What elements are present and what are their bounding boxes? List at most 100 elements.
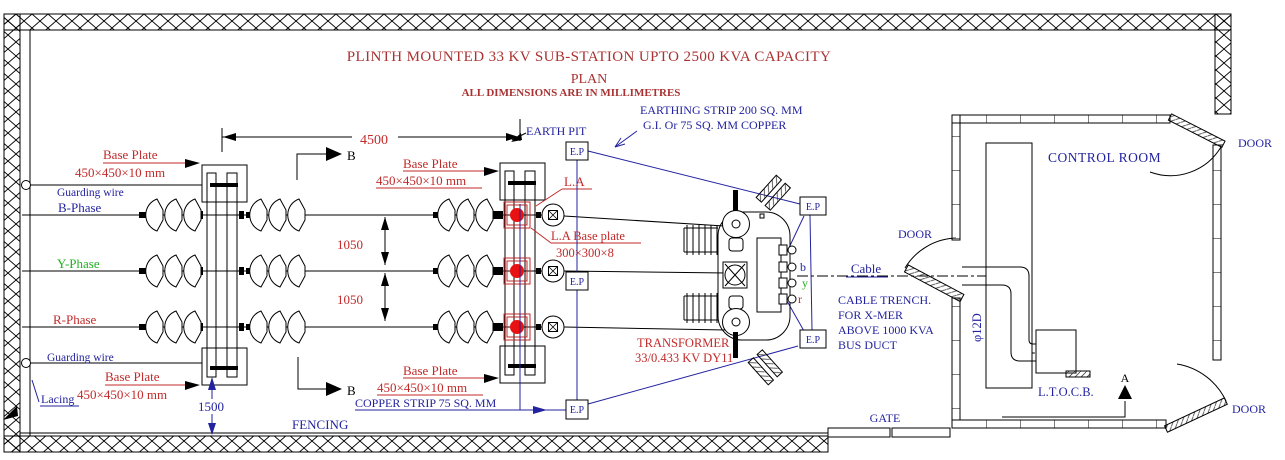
la-base-size-label: 300×300×8 (556, 246, 614, 260)
copper-strip-label: COPPER STRIP 75 SQ. MM (355, 396, 497, 410)
phase-row-b (22, 199, 564, 231)
guard-wires (21, 180, 202, 368)
cable-trench-note-3: ABOVE 1000 KVA (838, 323, 934, 337)
control-room (903, 113, 1228, 433)
la-base-plate-label: L.A Base plate (551, 229, 625, 243)
cable-label: Cable (851, 261, 882, 276)
transformer-hv-bushing-top (722, 190, 750, 252)
base-plate-leaders (103, 159, 499, 396)
base-plate-label: Base Plate (105, 369, 160, 384)
cable-trench-note-1: CABLE TRENCH. (838, 293, 931, 307)
door-leaf-bottom-right (1163, 397, 1228, 433)
conductors-to-transformer (563, 215, 727, 331)
ep-label: E.P (570, 277, 585, 288)
section-a-arrow-left (3, 406, 18, 420)
fence-top (3, 13, 1232, 31)
wall-left-upper (951, 114, 961, 241)
ep-label: E.P (806, 202, 821, 213)
door-label-bottom-right: DOOR (1232, 402, 1266, 416)
earthing-strip-note-2: G.I. Or 75 SQ. MM COPPER (643, 118, 786, 132)
transformer-vent (759, 213, 765, 219)
phase-r-label: R-Phase (53, 312, 97, 327)
earth-pit-box (565, 271, 589, 291)
phase-y-label: Y-Phase (57, 256, 100, 271)
door-label-cable-entry: DOOR (898, 227, 932, 241)
fence-boundary (3, 13, 1232, 453)
transformer-tank (717, 211, 791, 341)
door-swing-top-right (1149, 146, 1222, 177)
cable-trench-note-4: BUS DUCT (838, 338, 898, 352)
phase-row-y (22, 255, 564, 287)
transformer-cooling-fins-bottom (747, 349, 784, 386)
fence-left (3, 13, 21, 453)
ep-label: E.P (570, 147, 585, 158)
ep-label: E.P (570, 405, 585, 416)
dim-1500-text: 1500 (198, 399, 224, 414)
phase-row-r (22, 311, 564, 343)
base-plate-size-label: 450×450×10 mm (376, 173, 466, 188)
earth-pit-box (799, 196, 827, 216)
lv-y-label: y (802, 276, 808, 290)
cable-trench-note-2: FOR X-MER (838, 308, 903, 322)
earth-pit-box (565, 141, 589, 161)
transformer-rating-label: 33/0.433 KV DY11 (635, 351, 733, 365)
transformer-lv-bushings (778, 244, 797, 305)
door-leaf-cable-entry (903, 264, 965, 303)
door-label-top-right: DOOR (1238, 136, 1272, 150)
base-plate-label: Base Plate (103, 147, 158, 162)
section-a-text: A (1121, 371, 1130, 385)
dimension-1500 (208, 377, 216, 435)
door-swing-bottom-right (1176, 363, 1227, 402)
base-plate-size-label: 450×450×10 mm (77, 387, 167, 402)
base-plate-size-label: 450×450×10 mm (75, 165, 165, 180)
section-b-marker-top (296, 147, 342, 180)
door-leaf-top-right (1167, 113, 1226, 149)
transformer-name-label: TRANSFORMER (637, 336, 730, 350)
lv-r-label: r (798, 292, 802, 306)
bus-duct-outline-2 (962, 284, 1036, 362)
earth-pit-boxes (565, 141, 827, 420)
la-label: L.A (564, 174, 585, 189)
lt-panel (985, 142, 1033, 389)
transformer-cooling-fins-top (755, 174, 792, 211)
transformer-lv-box (756, 237, 782, 313)
transformer-tap-changer (722, 261, 748, 289)
fence-right (1214, 13, 1232, 115)
dimension-1050-upper (381, 217, 389, 265)
transformer (683, 174, 797, 386)
lacing-label: Lacing (41, 392, 74, 406)
wall-left-lower (951, 297, 961, 421)
lv-b-label: b (800, 260, 806, 274)
base-plate-size-label: 450×450×10 mm (377, 380, 467, 395)
earthing-strip-note-1: EARTHING STRIP 200 SQ. MM (640, 103, 803, 117)
wall-right (1212, 144, 1222, 361)
phase-b-label: B-Phase (58, 200, 102, 215)
dimension-4500 (221, 119, 521, 152)
dimension-1050-lower (381, 273, 389, 321)
dim-1050-text: 1050 (337, 292, 363, 307)
la-leaders (530, 188, 641, 244)
base-plate-label: Base Plate (403, 363, 458, 378)
earth-pit-box (565, 399, 589, 420)
section-b-marker-bottom (297, 357, 342, 396)
view-label: PLAN (571, 72, 608, 87)
guarding-wire-label-bottom: Guarding wire (47, 352, 114, 364)
earth-pit-box (799, 329, 827, 349)
fencing-label: FENCING (292, 417, 348, 432)
pipe-dia-label: φ12D (970, 313, 984, 342)
gate-label: GATE (870, 411, 901, 425)
ltocb-unit (1035, 329, 1077, 374)
ep-label: E.P (806, 335, 821, 346)
fence-bottom (3, 435, 829, 453)
wall-top (951, 114, 1171, 124)
dimension-note: ALL DIMENSIONS ARE IN MILLIMETRES (462, 87, 681, 99)
page-title: PLINTH MOUNTED 33 KV SUB-STATION UPTO 25… (347, 49, 831, 65)
bus-duct-outline-1 (962, 266, 1036, 345)
wall-bottom (951, 419, 1167, 429)
dim-4500-text: 4500 (360, 133, 388, 148)
ltocb-handle (1065, 370, 1091, 378)
guarding-wire-label-top: Guarding wire (57, 187, 124, 199)
transformer-hv-bushing-bottom (722, 295, 750, 358)
